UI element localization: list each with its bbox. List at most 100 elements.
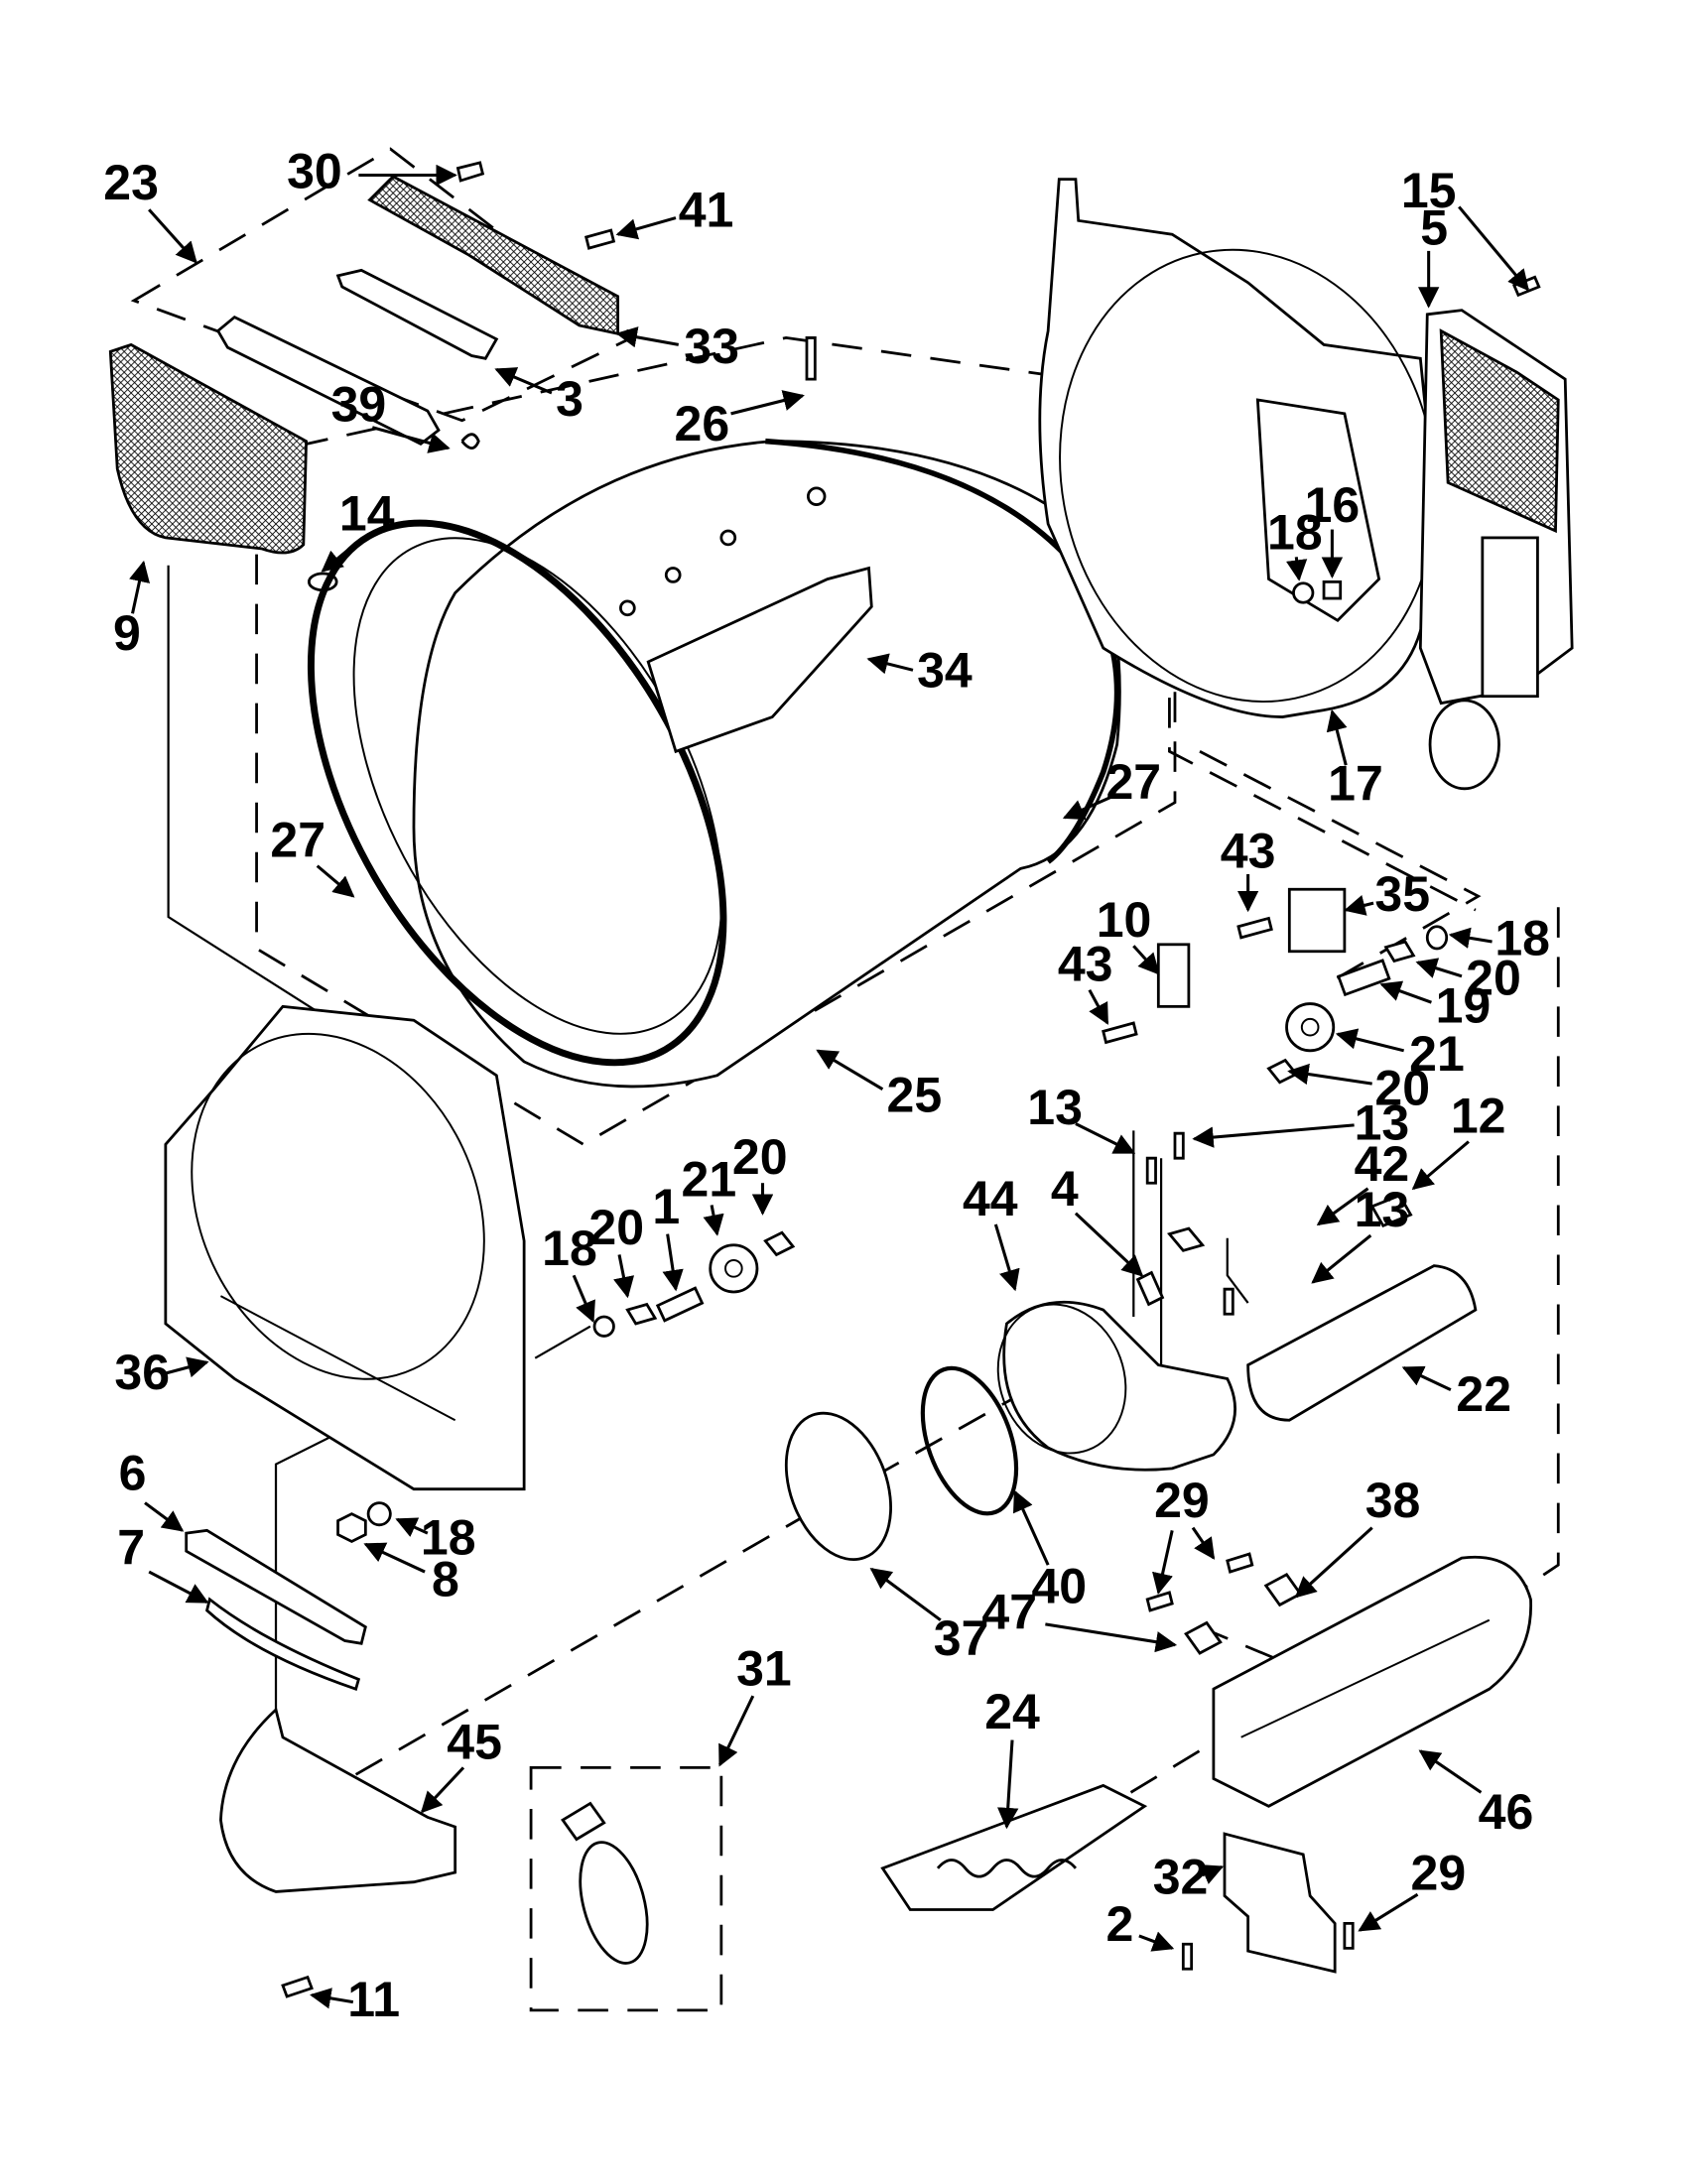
callout-41: 41 xyxy=(679,183,734,238)
nut-8 xyxy=(336,1512,367,1544)
callout-40: 40 xyxy=(1031,1558,1087,1613)
blower-seal-40 xyxy=(920,1365,1019,1516)
callout-22: 22 xyxy=(1456,1366,1511,1422)
callout-7: 7 xyxy=(117,1519,145,1575)
lint-chute-assembly xyxy=(215,161,620,450)
callout-13-a: 13 xyxy=(1027,1080,1083,1135)
heater-housing-46 xyxy=(1212,1555,1532,1808)
lint-duct-45 xyxy=(219,1707,457,1893)
roller-21b xyxy=(709,1243,759,1294)
callout-13-c: 13 xyxy=(1355,1182,1410,1237)
callout-1: 1 xyxy=(652,1179,680,1234)
bracket-10 xyxy=(1156,943,1191,1008)
clip-12 xyxy=(1369,1193,1413,1228)
callout-29-upper: 29 xyxy=(1154,1473,1210,1528)
callout-20-idler-upper: 20 xyxy=(1466,951,1521,1006)
callout-10: 10 xyxy=(1097,892,1152,948)
idler-group-outline xyxy=(1199,750,1482,987)
callout-20-front-left: 20 xyxy=(588,1200,644,1255)
callout-labels: 30 23 41 33 39 3 26 15 5 14 9 18 16 34 1… xyxy=(103,144,1550,2028)
callout-29-lower: 29 xyxy=(1411,1845,1467,1900)
roller-shaft-1 xyxy=(655,1286,705,1323)
callout-20-front-right: 20 xyxy=(732,1129,788,1185)
drum-screw-hole xyxy=(806,486,827,506)
screw-43a xyxy=(1236,916,1273,940)
callout-39: 39 xyxy=(331,377,387,433)
callout-15: 15 xyxy=(1401,163,1457,218)
blower-wheel-37 xyxy=(784,1411,892,1562)
leader-arrows xyxy=(129,164,1530,2009)
screw-43b xyxy=(1102,1021,1138,1045)
callout-32: 32 xyxy=(1153,1850,1209,1905)
thermostat-38 xyxy=(1263,1573,1303,1607)
blower-housing-44 xyxy=(1002,1300,1236,1472)
washer-18b xyxy=(1425,925,1449,951)
callout-21-idler: 21 xyxy=(1409,1026,1465,1082)
rear-duct-5 xyxy=(1418,275,1574,791)
callout-17: 17 xyxy=(1328,756,1383,812)
front-roller-assembly xyxy=(336,1230,796,1544)
callout-43-upper: 43 xyxy=(1221,824,1276,879)
callout-13-b: 13 xyxy=(1355,1094,1410,1150)
heater-bracket-32 xyxy=(1223,1832,1337,1974)
callout-36: 36 xyxy=(114,1345,170,1400)
callout-37: 37 xyxy=(934,1610,989,1666)
drum-group-outline xyxy=(255,336,1177,1146)
callout-47: 47 xyxy=(981,1585,1037,1640)
thermostat-47 xyxy=(1184,1620,1223,1655)
callout-35: 35 xyxy=(1374,866,1430,922)
screw-11 xyxy=(281,1975,314,1998)
callout-46: 46 xyxy=(1479,1784,1534,1840)
screw-29a xyxy=(1226,1552,1254,1574)
glide-6 xyxy=(185,1528,367,1645)
callout-8: 8 xyxy=(432,1551,459,1606)
callout-26: 26 xyxy=(675,396,730,451)
screw-13c xyxy=(1223,1287,1234,1316)
callout-18-nut: 18 xyxy=(421,1510,476,1566)
callout-20-idler-lower: 20 xyxy=(1374,1061,1430,1116)
callout-43-lower: 43 xyxy=(1058,937,1113,992)
screw-29c xyxy=(1145,1591,1174,1612)
screw-26 xyxy=(805,336,817,381)
callout-19: 19 xyxy=(1436,977,1492,1033)
callout-18-rear: 18 xyxy=(1267,505,1323,561)
callout-27-left: 27 xyxy=(270,813,325,868)
exhaust-duct-22 xyxy=(1246,1264,1478,1422)
washer-18d xyxy=(366,1501,392,1527)
callout-18-front: 18 xyxy=(542,1220,597,1276)
clip-20c xyxy=(763,1230,796,1257)
lint-screen-9 xyxy=(108,342,308,555)
front-bulkhead-36 xyxy=(164,1004,526,1491)
screw-13a xyxy=(1145,1156,1157,1185)
callout-44: 44 xyxy=(963,1171,1018,1226)
callout-27-right: 27 xyxy=(1105,754,1161,810)
roller-21a xyxy=(1285,1002,1336,1053)
kit-31-outline xyxy=(529,1765,723,2012)
screw-30 xyxy=(455,161,485,183)
screw-2 xyxy=(1181,1942,1194,1971)
washer-18c xyxy=(592,1315,615,1338)
callout-4: 4 xyxy=(1051,1161,1079,1217)
heating-element-24 xyxy=(880,1783,1148,1911)
callout-12: 12 xyxy=(1451,1089,1506,1144)
callout-21-front: 21 xyxy=(682,1151,737,1207)
callout-16: 16 xyxy=(1305,477,1361,533)
callout-24: 24 xyxy=(984,1684,1040,1739)
drum-baffle-34 xyxy=(646,566,873,754)
callout-34: 34 xyxy=(917,643,973,699)
thermistor-42 xyxy=(1166,1226,1206,1252)
felt-strip-7 xyxy=(204,1597,361,1691)
callout-11: 11 xyxy=(347,1972,400,2027)
drum-25 xyxy=(307,336,1121,1089)
exhaust-outlet xyxy=(1428,699,1500,791)
callout-33: 33 xyxy=(684,319,739,374)
callout-18-idler: 18 xyxy=(1494,910,1550,965)
callout-30: 30 xyxy=(287,144,342,199)
wire-kit-31 xyxy=(561,1801,649,1965)
heater-assembly xyxy=(880,1552,1532,1974)
actuator-3 xyxy=(335,268,499,360)
callout-3: 3 xyxy=(556,371,584,427)
idler-assembly xyxy=(1102,887,1449,1085)
screw-29b xyxy=(1343,1921,1355,1950)
